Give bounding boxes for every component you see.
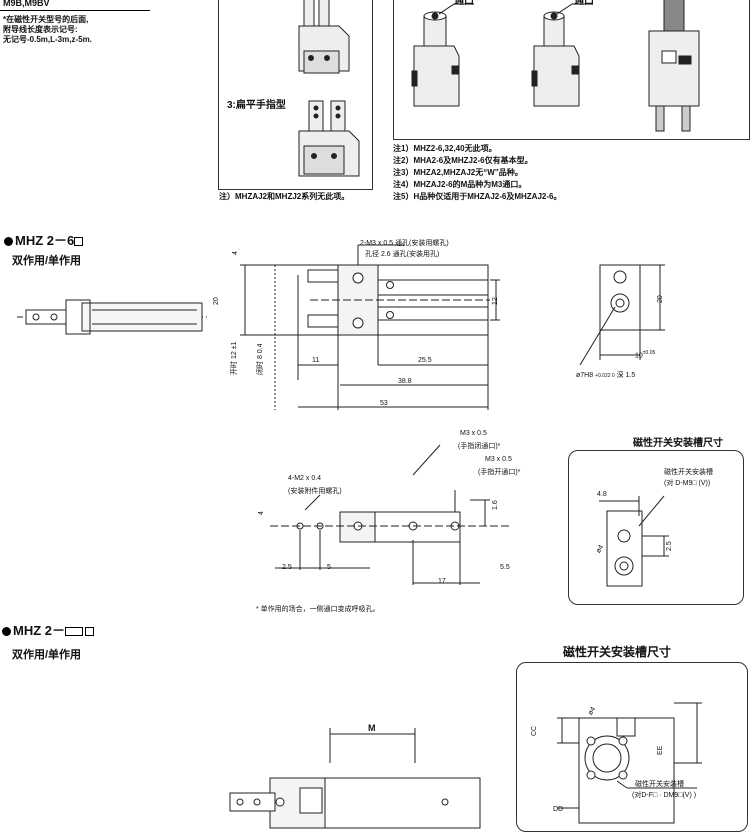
square-icon	[85, 627, 95, 636]
dim-m3-open: M3 x 0.5	[485, 456, 512, 463]
dim-53: 53	[380, 400, 388, 407]
port-label-1: 通口	[454, 0, 474, 7]
dim-4-8: 4.8	[597, 491, 607, 498]
port-label-2: 通口	[574, 0, 594, 7]
finger-drawings	[298, 0, 360, 177]
dim-m2-note: (安装附件用螺孔)	[288, 488, 342, 495]
switch-slot-title-2: 磁性开关安装槽尺寸	[563, 645, 672, 659]
dim-4: 4	[232, 251, 239, 255]
dim-dd: DD	[553, 806, 564, 813]
dim-close: 闭时 8 0.4	[257, 343, 264, 375]
switch-slot-box-1: 磁性开关安装槽 (对 D-M9□ (V)) 4.8 2.5 ø4	[568, 450, 744, 605]
dim-m3-close: M3 x 0.5	[460, 430, 487, 437]
dim-m3-close-note: (手指闭通口)*	[458, 443, 501, 450]
port-note: 注3）MHZA2,MHZAJ2无“W”品种。	[393, 168, 523, 177]
bullet-icon	[4, 237, 13, 246]
gripper-end-view	[579, 264, 665, 366]
dim-1-6: 1.6	[492, 500, 499, 510]
port-notes: 注1）MHZ2-6,32,40无此项。 注2）MHA2-6及MHZJ2-6仅有基…	[393, 143, 561, 203]
dim-17: 17	[438, 578, 446, 585]
dim-2-5: 2.5	[282, 564, 292, 571]
finger-box-note: 注）MHZAJ2和MHZJ2系列无此项。	[219, 192, 350, 201]
section1-title: MHZ 2－6	[4, 230, 84, 249]
dim-5: 5	[327, 564, 331, 571]
port-note: 注2）MHA2-6及MHZJ2-6仅有基本型。	[393, 156, 533, 165]
dim-side-10: 10±0.05	[635, 350, 656, 360]
switch-slot-label-1: 磁性开关安装槽	[664, 469, 713, 476]
single-acting-footnote: * 单作用的场合，一侧通口变成呼吸孔。	[256, 606, 380, 613]
switch-slot-box-2: ø4 CC EE DD 磁性开关安装槽 (对D-F□ · DM9□(V) )	[516, 662, 748, 832]
dim-side-20: 20	[657, 295, 664, 303]
dim-20: 20	[213, 297, 220, 305]
switch-model-line: M9B,M9BV	[3, 0, 50, 8]
dim-11: 11	[312, 357, 320, 364]
section2-title: MHZ 2－	[2, 620, 95, 639]
dim-cc: CC	[531, 725, 538, 736]
switch-note-line-3: 无记号-0.5m,L-3m,z-5m.	[3, 35, 92, 44]
dim-thread-mount: 2-M3 x 0.5 通孔(安装用螺孔)	[360, 240, 449, 247]
port-option-box: 通口 通口	[393, 0, 750, 140]
section1-subtitle: 双作用/单作用	[12, 255, 82, 267]
section2-subtitle: 双作用/单作用	[12, 649, 82, 661]
gripper-front-view-2	[229, 728, 481, 829]
port-drawings	[411, 0, 700, 132]
square-icon	[74, 237, 84, 246]
dim-open: 开时 12 ±1	[231, 341, 238, 375]
switch-slot-label-2: 磁性开关安装槽	[635, 781, 684, 788]
dim-4b: 4	[258, 511, 265, 515]
gripper-side-view	[17, 299, 207, 335]
dim-m2: 4-M2 x 0.4	[288, 475, 322, 482]
port-note: 注4）MHZAJ2-6的M品种为M3通口。	[393, 180, 527, 189]
dim-5-5: 5.5	[500, 564, 510, 571]
dim-m: M	[368, 723, 376, 733]
switch-slot-title-1: 磁性开关安装槽尺寸	[633, 438, 723, 449]
switch-slot-drawing-1	[599, 495, 669, 587]
dim-ee: EE	[657, 745, 664, 755]
port-note: 注5）H品种仅适用于MHZAJ2-6及MHZAJ2-6。	[393, 192, 562, 201]
gripper-front-view	[240, 244, 500, 410]
dim-m3-open-note: (手指开通口)*	[478, 469, 521, 476]
switch-slot-sub-2: (对D-F□ · DM9□(V) )	[632, 792, 697, 799]
switch-slot-sub-1: (对 D-M9□ (V))	[664, 480, 711, 487]
port-note: 注1）MHZ2-6,32,40无此项。	[393, 144, 497, 153]
dim-hole-mount: 孔径 2.6 通孔(安装用孔)	[365, 251, 440, 258]
flat-finger-label: 3:扁平手指型	[227, 100, 286, 111]
square-icon	[65, 627, 84, 636]
finger-option-box: 3:扁平手指型	[218, 0, 373, 190]
dim-25-5: 25.5	[418, 357, 432, 364]
dim-38-8: 38.8	[398, 378, 412, 385]
divider	[0, 10, 150, 11]
switch-note-line-2: 附导线长度表示记号:	[3, 25, 78, 34]
bullet-icon	[2, 627, 11, 636]
switch-slot-drawing-2	[557, 702, 702, 824]
dim-2-5-slot: 2.5	[666, 541, 673, 551]
switch-note-line-1: *在磁性开关型号的后面,	[3, 15, 89, 24]
dim-12: 12	[492, 297, 499, 305]
dim-side-hole: ø7H8 +0.022 0 深 1.5	[576, 372, 636, 379]
gripper-bottom-view	[270, 444, 510, 585]
